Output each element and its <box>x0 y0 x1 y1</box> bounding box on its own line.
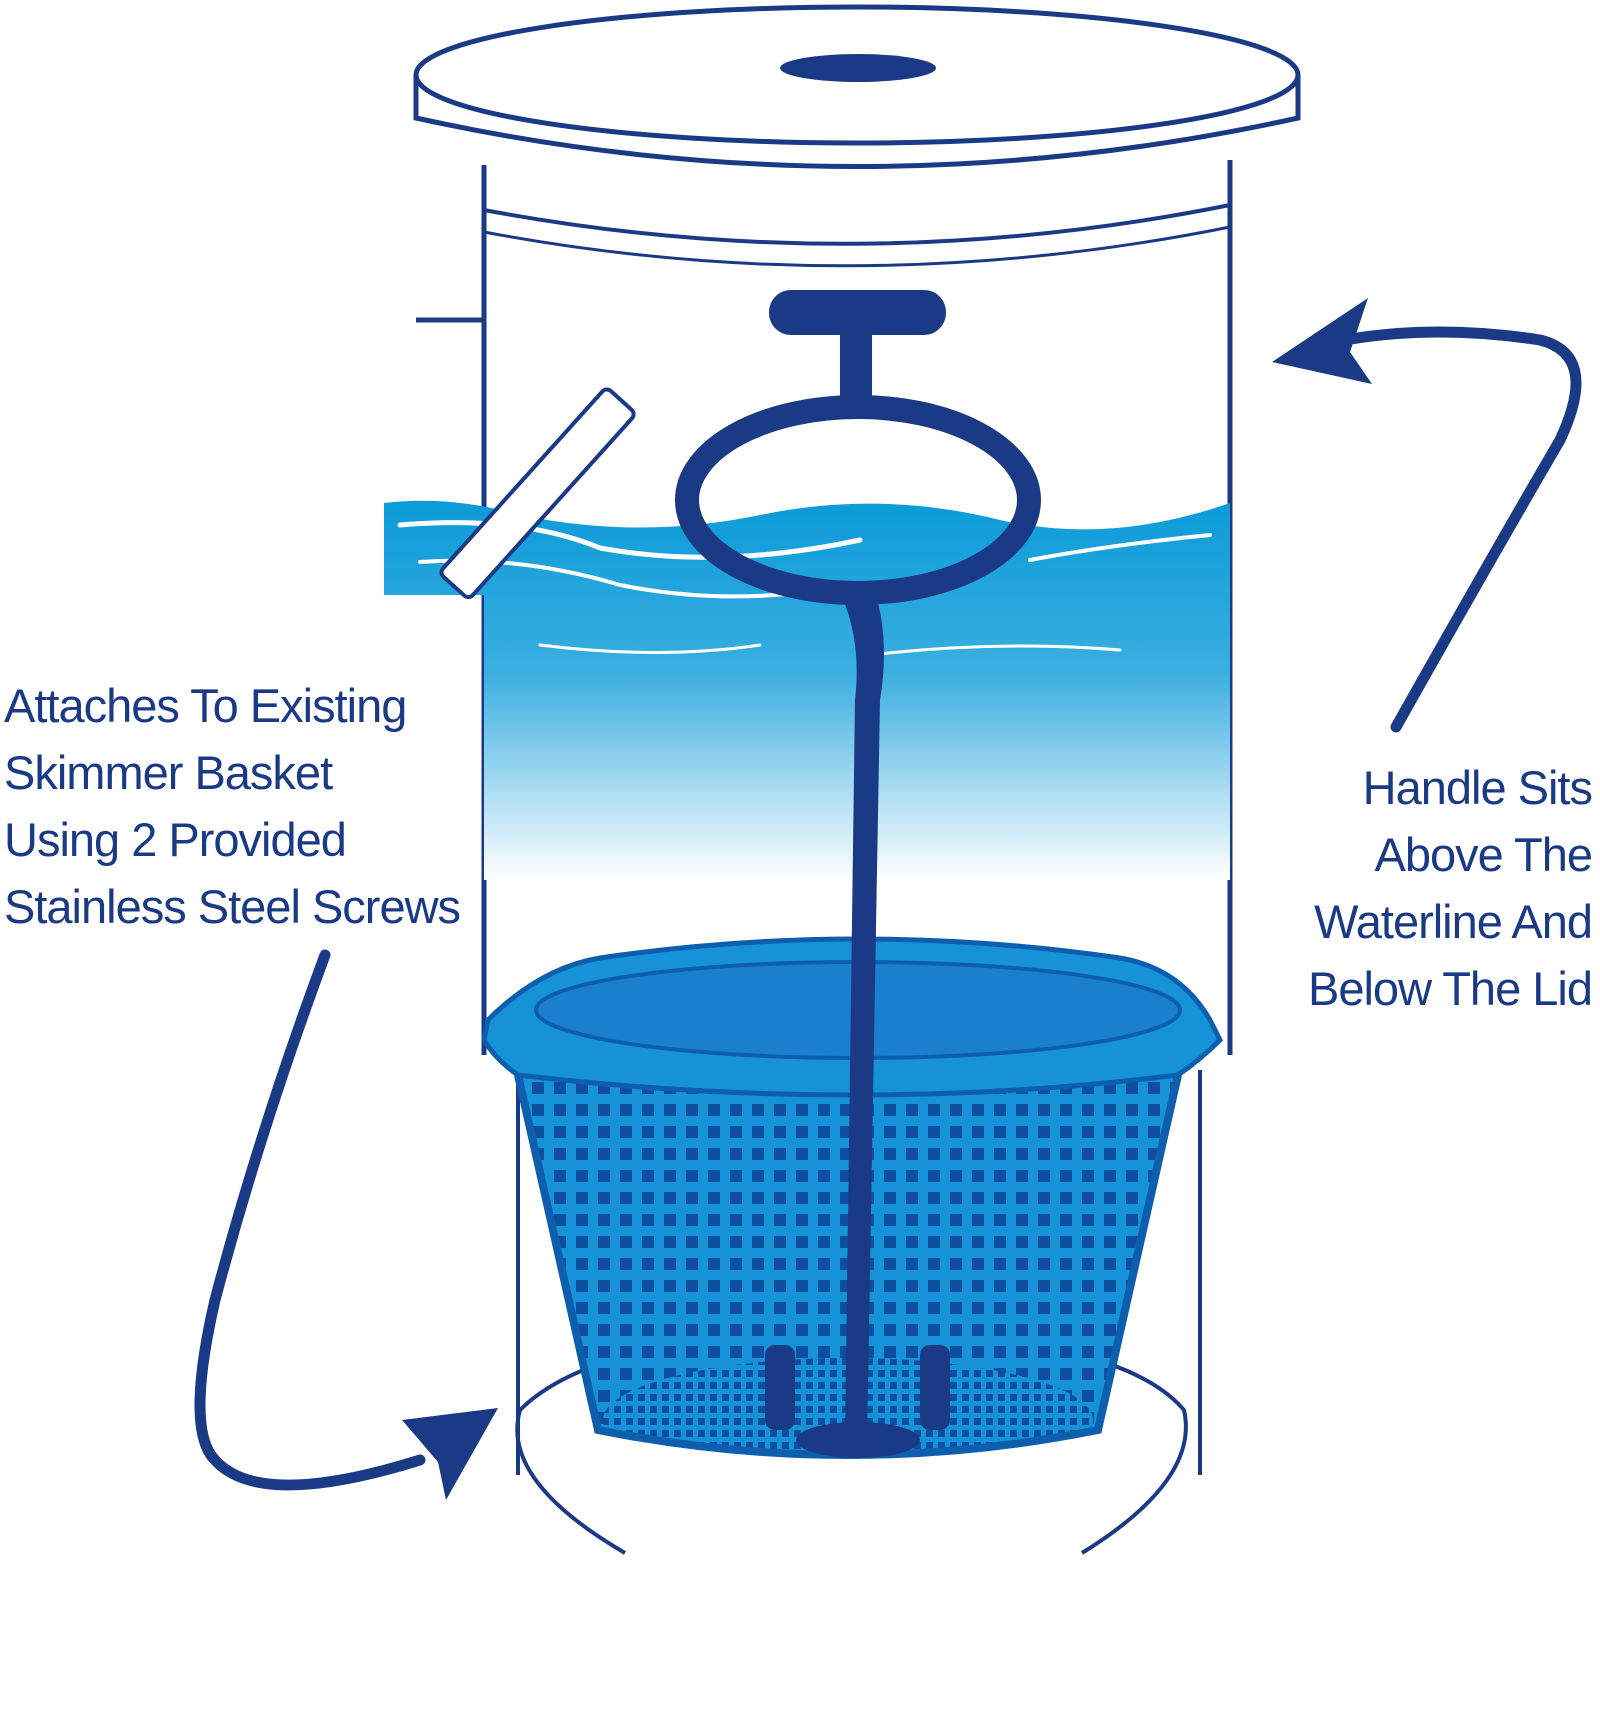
curved-arrow-left-icon <box>194 949 498 1500</box>
mounting-tab <box>439 387 636 600</box>
callout-left-line: Attaches To Existing <box>4 679 407 732</box>
callout-left-line: Skimmer Basket <box>4 746 333 799</box>
callout-right: Handle Sits Above The Waterline And Belo… <box>1308 754 1593 1022</box>
water <box>384 500 1230 880</box>
callout-left-line: Stainless Steel Screws <box>4 880 461 933</box>
callout-left-line: Using 2 Provided <box>4 813 347 866</box>
curved-arrow-right-icon <box>1272 298 1582 733</box>
callout-right-line: Above The <box>1374 828 1593 881</box>
callout-right-line: Handle Sits <box>1362 761 1593 814</box>
callout-right-line: Waterline And <box>1314 895 1593 948</box>
t-handle-icon <box>675 290 1041 1440</box>
skimmer-lid-icon <box>413 4 1301 169</box>
callout-left: Attaches To Existing Skimmer Basket Usin… <box>4 672 461 940</box>
callout-right-line: Below The Lid <box>1308 962 1593 1015</box>
